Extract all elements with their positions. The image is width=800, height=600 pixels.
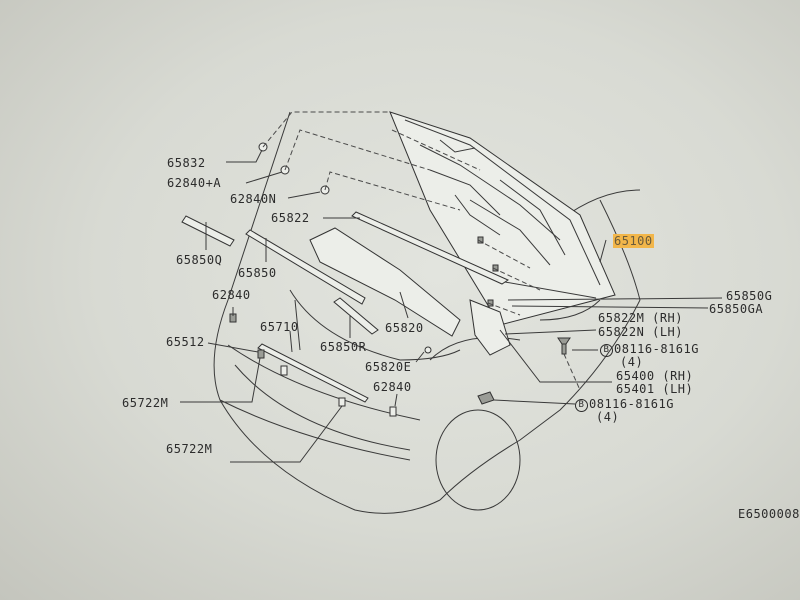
part-label-65400: 65400 (RH) [616, 369, 693, 383]
side-rh: (RH) [662, 369, 694, 383]
part-label-65822: 65822 [271, 211, 310, 225]
part-label-65722m-upper: 65722M [122, 396, 169, 410]
bolt-part-number: 08116-8161G [589, 397, 674, 411]
part-label-65822n: 65822N (LH) [598, 325, 683, 339]
part-label-65850q: 65850Q [176, 253, 223, 267]
part-label-65401: 65401 (LH) [616, 382, 693, 396]
hood-panel [389, 111, 616, 326]
part-number-65401: 65401 [616, 382, 655, 396]
side-lh: (LH) [662, 382, 694, 396]
part-label-65820e: 65820E [365, 360, 412, 374]
part-label-65512: 65512 [166, 335, 205, 349]
clips-and-bolts [229, 142, 571, 417]
part-label-62840n: 62840N [230, 192, 277, 206]
bolt-qty-upper: (4) [620, 355, 644, 369]
diagram-code: E6500008 [738, 507, 800, 521]
part-label-65850r: 65850R [320, 340, 367, 354]
car-body-outline [213, 111, 641, 514]
bolt-qty-lower: (4) [596, 410, 620, 424]
part-label-65822m: 65822M (RH) [598, 311, 683, 325]
part-number-65822n: 65822N [598, 325, 645, 339]
bolt-marker-icon: B [600, 344, 613, 357]
bolt-marker-icon: B [575, 399, 588, 412]
leader-lines [180, 149, 723, 463]
part-number-65400: 65400 [616, 369, 655, 383]
part-label-62840-a: 62840+A [167, 176, 222, 190]
part-label-65832: 65832 [167, 156, 206, 170]
part-label-65850ga: 65850GA [709, 302, 764, 316]
part-label-65850g: 65850G [726, 289, 773, 303]
part-label-62840-left: 62840 [212, 288, 251, 302]
part-label-65100: 65100 [613, 234, 654, 248]
part-label-62840-center: 62840 [373, 380, 412, 394]
part-label-65722m-lower: 65722M [166, 442, 213, 456]
part-label-65820: 65820 [385, 321, 424, 335]
part-number-65822m: 65822M [598, 311, 645, 325]
highlighted-part-number: 65100 [613, 234, 654, 248]
part-label-65850: 65850 [238, 266, 277, 280]
side-lh: (LH) [652, 325, 683, 339]
part-label-65710: 65710 [260, 320, 299, 334]
bolt-part-number: 08116-8161G [614, 342, 699, 356]
side-rh: (RH) [652, 311, 683, 325]
dashed-reference-lines [262, 111, 581, 391]
hood-seals [181, 211, 511, 403]
